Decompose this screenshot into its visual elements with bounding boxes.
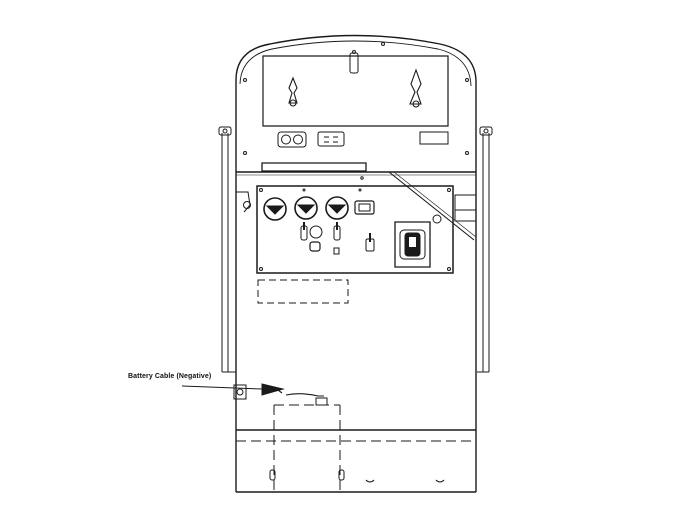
indicator-lamp-icon xyxy=(310,226,322,238)
nameplate xyxy=(420,132,448,144)
latch-handle-right xyxy=(410,70,421,107)
callout-battery-cable-label: Battery Cable (Negative) xyxy=(128,373,212,380)
main-receptacle-icon xyxy=(395,222,430,267)
gauge-3-icon xyxy=(326,197,348,219)
hidden-battery-dashed xyxy=(236,405,476,492)
latch-handle-left xyxy=(289,78,297,106)
base-skid xyxy=(236,430,476,492)
receptacle-double xyxy=(318,132,344,146)
small-fuse-icon xyxy=(334,248,339,254)
gauge-1-icon xyxy=(264,198,286,220)
control-panel xyxy=(257,186,453,273)
toggle-switch-2-icon xyxy=(334,222,340,240)
engine-switch-icon xyxy=(366,233,374,251)
callout-arrow xyxy=(182,384,283,395)
diagonal-brace xyxy=(361,172,476,240)
side-bracket-left xyxy=(236,192,251,212)
hidden-module-dashed xyxy=(258,280,348,303)
hour-meter-icon xyxy=(355,201,374,214)
battery-terminal-left xyxy=(234,385,246,399)
top-access-panel xyxy=(244,43,469,155)
side-frame-rails xyxy=(219,127,492,372)
housing-outline xyxy=(236,36,476,431)
side-bracket-right xyxy=(455,195,476,221)
louver-slot xyxy=(262,163,366,171)
gauge-2-icon xyxy=(295,197,317,219)
receptacle-duplex xyxy=(278,132,306,147)
toggle-switch-1-icon xyxy=(301,222,307,240)
circuit-breaker-icon xyxy=(310,242,320,251)
